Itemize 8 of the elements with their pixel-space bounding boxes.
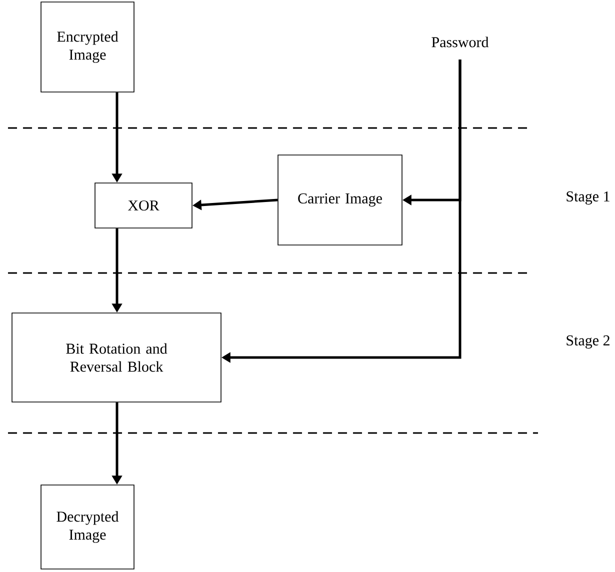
process-box: XOR [94,182,192,228]
stage-label: Stage 1 [566,191,610,205]
process-box: Encrypted Image [40,2,134,92]
input-label: Password [432,36,489,48]
process-box: Decrypted Image [40,484,134,570]
process-box: Carrier Image [278,154,402,246]
process-box: Bit Rotation and Reversal Block [12,312,222,402]
stage-label: Stage 2 [566,335,610,349]
